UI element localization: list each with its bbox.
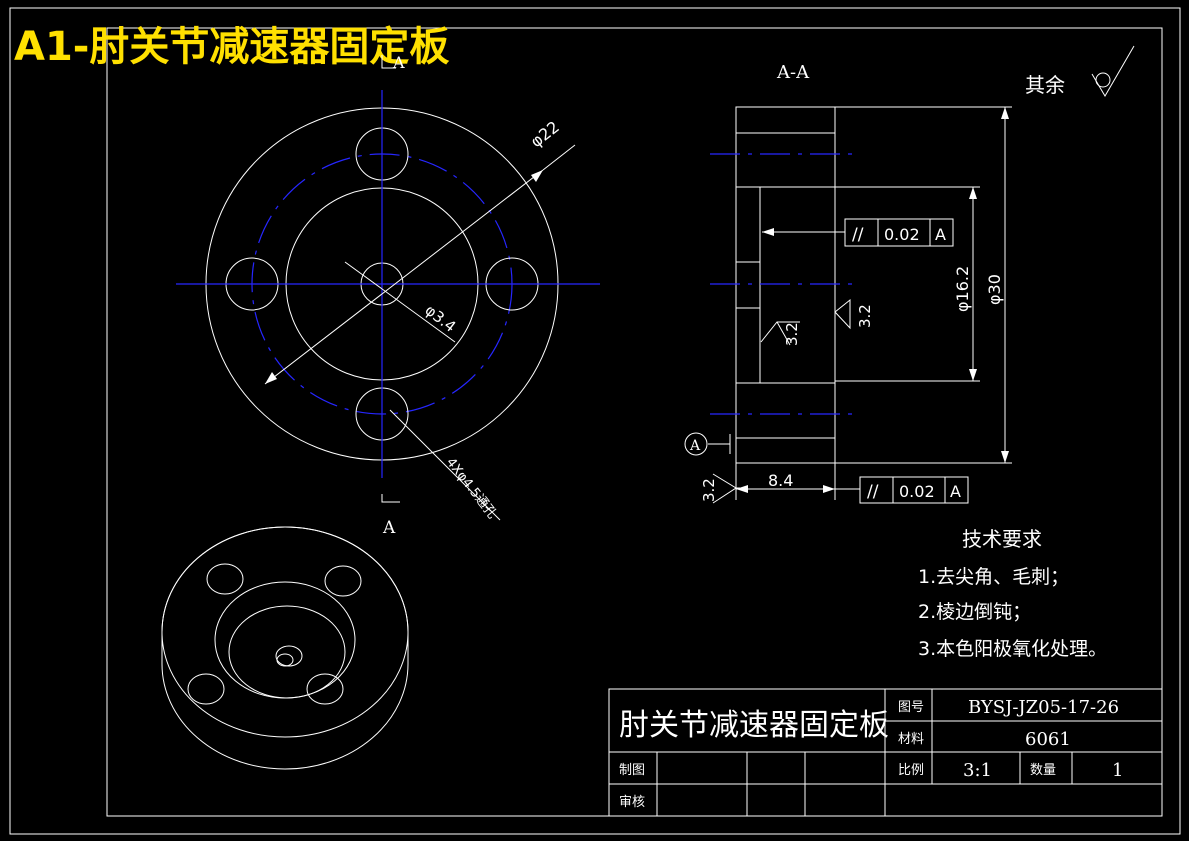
hatch-flange-bottom <box>735 382 836 439</box>
drawn-label: 制图 <box>619 763 645 778</box>
scale-label: 比例 <box>898 763 924 778</box>
iso-body-outline <box>161 526 409 770</box>
dim-ext-outer <box>542 144 576 171</box>
dim-label-center: φ3.4 <box>422 301 460 336</box>
tech-heading: 技术要求 <box>962 527 1042 551</box>
material-label: 材料 <box>898 732 924 747</box>
dim-arrow-s-outer-2 <box>1001 451 1009 463</box>
tech-requirements: 技术要求 1.去尖角、毛刺； 2.棱边倒钝； 3.本色阳极氧化处理。 <box>918 527 1107 660</box>
section-title: A-A <box>776 62 810 83</box>
section-cut-bottom <box>381 494 400 503</box>
title-block: 肘关节减速器固定板 图号 BYSJ-JZ05-17-26 材料 6061 比例 … <box>608 688 1163 817</box>
roughness-symbol-3: 3.2 <box>700 473 740 504</box>
section-mark-top: A <box>392 53 405 72</box>
dim-arrow-s-outer-1 <box>1001 107 1009 119</box>
dim-arrow-outer <box>531 170 543 182</box>
hatch-flange-top <box>735 132 836 188</box>
tolerance-frame-2: // 0.02 A <box>859 476 969 504</box>
hatch-top <box>735 106 836 134</box>
scale: 3:1 <box>963 760 992 781</box>
dim-arrow-outer-2 <box>265 372 277 384</box>
tech-item-2: 2.棱边倒钝； <box>918 601 1031 623</box>
svg-text:3.2: 3.2 <box>783 322 801 346</box>
svg-text:0.02: 0.02 <box>884 225 920 244</box>
drawing-no: BYSJ-JZ05-17-26 <box>968 697 1119 718</box>
dim-arrow-thick-1 <box>736 485 748 493</box>
svg-text://: // <box>867 482 879 502</box>
roughness-other-label: 其余 <box>1025 73 1065 97</box>
datum-symbol: A <box>684 432 731 456</box>
iso-bolt-hole-3 <box>187 673 225 705</box>
tech-item-3: 3.本色阳极氧化处理。 <box>918 638 1107 660</box>
svg-text:A: A <box>950 482 961 501</box>
iso-hub-outer <box>214 581 356 699</box>
hatch-bottom <box>735 437 836 464</box>
dim-line-outer <box>264 169 544 385</box>
iso-bolt-hole-2 <box>324 565 362 597</box>
roughness-symbol-1: 3.2 <box>760 321 801 346</box>
iso-top-face <box>161 526 409 738</box>
qty-label: 数量 <box>1030 763 1056 778</box>
front-view: φ22 φ3.4 4Xφ4.5通孔 A A <box>176 53 600 538</box>
hatch-wall <box>735 186 761 384</box>
dim-label-thickness: 8.4 <box>768 471 793 490</box>
iso-center-hole-inner <box>276 653 294 667</box>
qty: 1 <box>1112 760 1123 781</box>
material: 6061 <box>1025 729 1071 750</box>
dim-leader-holes <box>389 409 501 521</box>
dim-arrow-inner-1 <box>969 187 977 199</box>
tolerance-frame-1: // 0.02 A <box>762 218 954 247</box>
dim-label-holes: 4Xφ4.5通孔 <box>443 455 499 521</box>
svg-text://: // <box>852 225 864 245</box>
svg-text:3.2: 3.2 <box>856 304 874 328</box>
datum-label: A <box>689 438 701 454</box>
dim-arrow-inner-2 <box>969 369 977 381</box>
dim-arrow-thick-2 <box>823 485 835 493</box>
checked-label: 审核 <box>619 795 645 810</box>
dim-label-section-outer: φ30 <box>985 274 1004 305</box>
dim-label-outer: φ22 <box>527 117 563 151</box>
banner-title: A1-肘关节减速器固定板 <box>14 24 449 70</box>
sheet-outer-border <box>9 7 1181 835</box>
part-name: 肘关节减速器固定板 <box>619 708 889 743</box>
drawing-no-label: 图号 <box>898 700 924 715</box>
svg-text:0.02: 0.02 <box>899 482 935 501</box>
iso-hub-inner <box>228 605 346 699</box>
section-outline <box>735 106 836 464</box>
section-cut-top <box>381 55 396 69</box>
section-mark-bottom: A <box>382 518 396 538</box>
iso-bolt-hole-4 <box>306 673 344 705</box>
section-view: A-A 其余 // 0.02 A <box>684 45 1135 504</box>
svg-text:A: A <box>935 225 946 244</box>
roughness-symbol-2: 3.2 <box>834 298 874 330</box>
tech-item-1: 1.去尖角、毛刺； <box>918 566 1069 588</box>
iso-bolt-hole-1 <box>206 563 244 595</box>
dim-line-center <box>344 261 456 343</box>
roughness-other-icon <box>1091 45 1135 97</box>
svg-text:3.2: 3.2 <box>700 478 718 502</box>
dim-label-inner: φ16.2 <box>953 266 972 312</box>
iso-center-hole <box>275 645 303 667</box>
isometric-view <box>161 526 409 770</box>
